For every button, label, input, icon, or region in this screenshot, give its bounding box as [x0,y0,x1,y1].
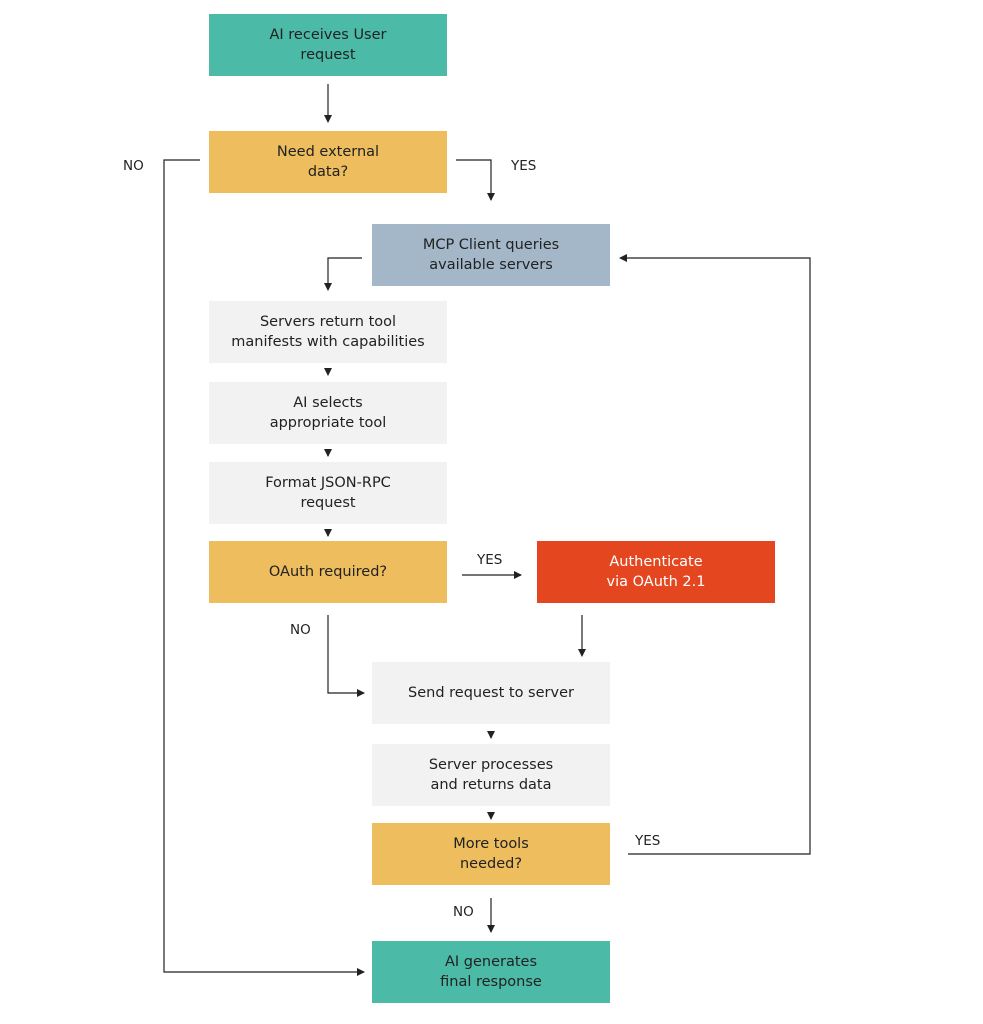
label-yes-more-tools: YES [635,833,661,849]
label-yes-external: YES [511,158,537,174]
label-no-oauth: NO [290,622,311,638]
decision-need-external-data: Need external data? [209,131,447,193]
arrow-no-to-final [163,159,365,976]
decision-oauth-required: OAuth required? [209,541,447,603]
decision-more-tools: More tools needed? [372,823,610,885]
arrow-more-yes-loop [619,254,811,855]
node-final-response: AI generates final response [372,941,610,1003]
node-ai-selects-tool: AI selects appropriate tool [209,382,447,444]
arrow-yes-to-mcp [456,159,495,201]
node-format-json-rpc: Format JSON-RPC request [209,462,447,524]
arrow-oauth-no [327,615,365,697]
node-receive-request: AI receives User request [209,14,447,76]
node-server-processes: Server processes and returns data [372,744,610,806]
node-mcp-client-queries: MCP Client queries available servers [372,224,610,286]
label-yes-oauth: YES [477,552,503,568]
node-send-request: Send request to server [372,662,610,724]
arrow-mcp-to-servers [324,257,362,291]
node-servers-return-manifests: Servers return tool manifests with capab… [209,301,447,363]
node-authenticate-oauth: Authenticate via OAuth 2.1 [537,541,775,603]
label-no-more-tools: NO [453,904,474,920]
label-no-external: NO [123,158,144,174]
